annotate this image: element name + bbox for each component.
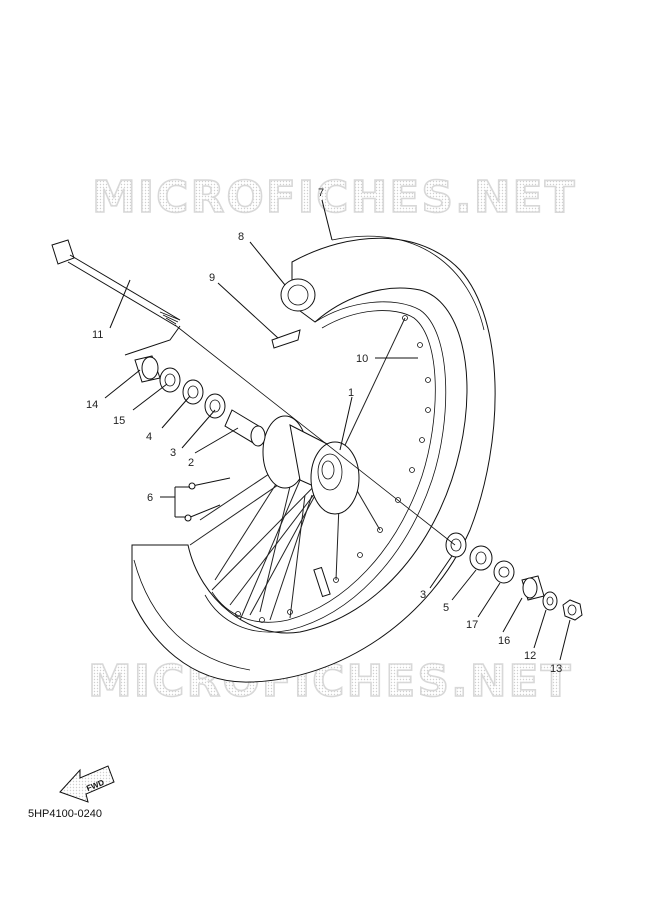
right-collar-16 xyxy=(521,575,545,601)
nut-13 xyxy=(562,599,583,621)
washer-12 xyxy=(542,591,558,611)
callout-3-left: 3 xyxy=(170,447,176,459)
inner-tube xyxy=(280,278,316,312)
left-bearing-3 xyxy=(204,393,226,419)
callout-7: 7 xyxy=(318,187,324,199)
left-collar xyxy=(134,355,161,383)
leader-lines xyxy=(104,199,571,661)
rim xyxy=(204,301,447,633)
valve xyxy=(313,566,331,598)
right-collar-17 xyxy=(493,560,515,584)
axle xyxy=(51,239,181,327)
callout-12: 12 xyxy=(524,650,536,662)
callout-15: 15 xyxy=(113,415,125,427)
callout-13: 13 xyxy=(550,663,562,675)
callout-1: 1 xyxy=(348,387,354,399)
tire xyxy=(131,235,496,683)
callout-11: 11 xyxy=(92,329,103,341)
callout-6: 6 xyxy=(147,492,153,504)
callout-9: 9 xyxy=(209,272,215,284)
svg-text:MICROFICHES.NET: MICROFICHES.NET xyxy=(92,172,577,223)
fwd-arrow-icon: FWD xyxy=(59,765,115,803)
right-oil-seal-5 xyxy=(469,545,493,571)
hub xyxy=(262,415,360,515)
rim-band xyxy=(271,329,301,349)
callout-2: 2 xyxy=(188,457,194,469)
callout-14: 14 xyxy=(86,399,98,411)
callout-10: 10 xyxy=(356,353,368,365)
callout-4: 4 xyxy=(146,431,152,443)
axle-centerline xyxy=(174,324,456,546)
spoke-nipples xyxy=(184,477,231,522)
left-oil-seal xyxy=(159,367,181,393)
svg-text:MICROFICHES.NET: MICROFICHES.NET xyxy=(92,172,577,223)
callout-16: 16 xyxy=(498,635,510,647)
diagram-code: 5HP4100-0240 xyxy=(28,808,103,820)
spacer-2 xyxy=(224,409,266,447)
callout-17: 17 xyxy=(466,619,478,631)
callout-3-right: 3 xyxy=(420,589,426,601)
watermark-top: MICROFICHES.NET MICROFICHES.NET xyxy=(91,171,577,224)
callout-5: 5 xyxy=(443,602,449,614)
callout-8: 8 xyxy=(238,231,244,243)
callouts: 1 2 3 4 15 14 11 6 7 8 9 10 3 5 17 16 12… xyxy=(86,187,562,675)
right-bearing-3 xyxy=(445,532,467,558)
